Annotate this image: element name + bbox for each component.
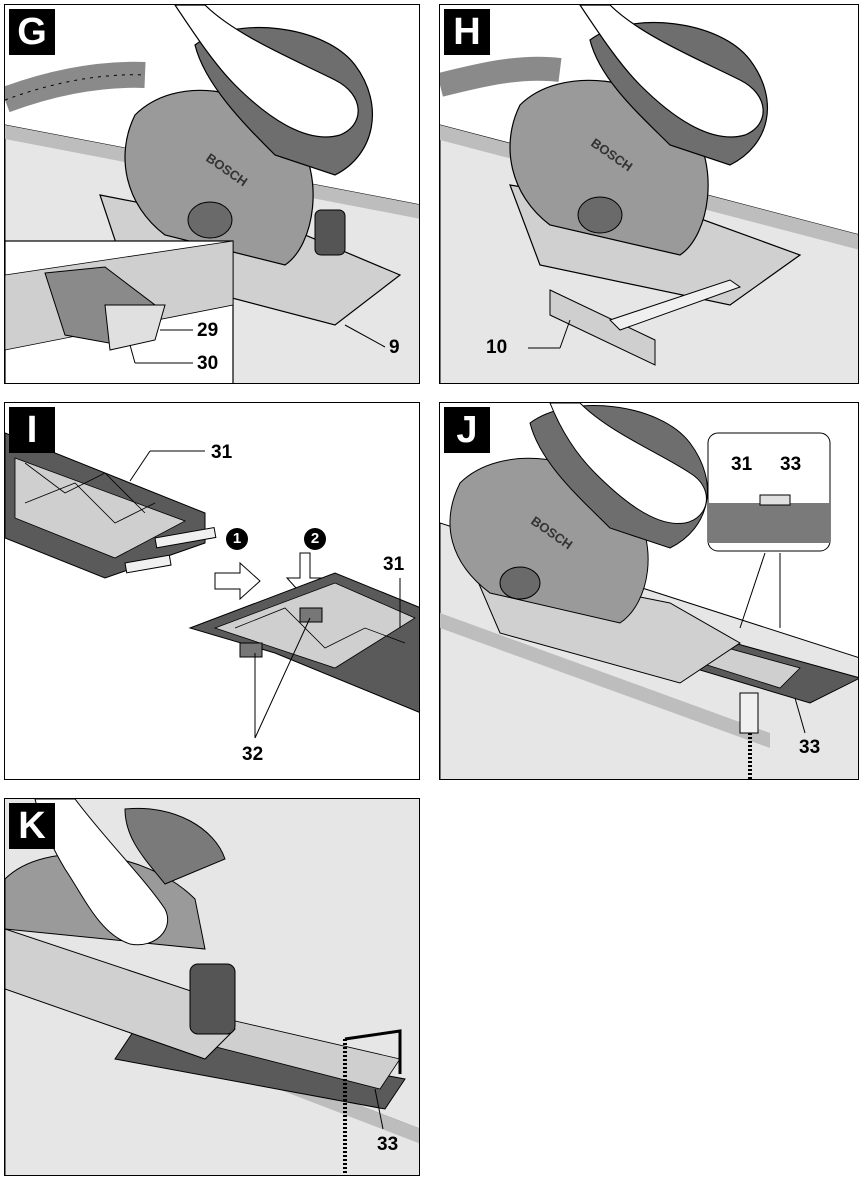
step-badge-2: 2: [304, 528, 326, 550]
illustration-guide-rail-connector: [5, 432, 419, 739]
callout-10: 10: [486, 337, 508, 358]
illustration-saw-on-guide-rail: BOSCH: [440, 403, 858, 779]
panel-letter: J: [444, 407, 490, 453]
hand: [549, 403, 707, 525]
callout-29: 29: [197, 320, 219, 341]
step-badge-1: 1: [226, 528, 248, 550]
panel-letter: K: [9, 803, 55, 849]
callout-31: 31: [383, 554, 405, 575]
panel-g: BOSCH G 29 30 9: [4, 4, 420, 384]
callout-31: 31: [731, 454, 753, 475]
vacuum-hose: [440, 56, 562, 97]
blade-nut: [577, 196, 623, 234]
connector-screw: [299, 607, 323, 623]
hand: [579, 5, 764, 138]
callout-33: 33: [799, 737, 821, 758]
blade-nut: [187, 201, 233, 239]
vacuum-hose: [5, 61, 146, 113]
illustration-saw-splinter-guard: BOSCH: [5, 5, 419, 383]
callout-33: 33: [377, 1134, 399, 1155]
push-arrow: [214, 561, 261, 601]
callout-31: 31: [211, 442, 233, 463]
hand: [174, 5, 359, 138]
connector-screw: [239, 642, 263, 658]
screw-clamp-frame: [344, 1029, 402, 1074]
battery-pack: [124, 807, 226, 885]
screw-clamp-head: [739, 692, 759, 734]
bevel-knob: [189, 963, 236, 1035]
clamp-in-rail: [759, 494, 791, 506]
callout-9: 9: [389, 337, 400, 358]
rail-connector-pin: [154, 527, 217, 549]
panel-letter: I: [9, 407, 55, 453]
panel-i: I 31 31 32 1 2: [4, 402, 420, 780]
callout-32: 32: [242, 744, 264, 765]
illustration-saw-parallel-guide: BOSCH: [440, 5, 858, 383]
panel-letter: H: [444, 9, 490, 55]
panel-j: BOSCH J 31 33 33: [439, 402, 859, 780]
bevel-knob: [314, 209, 346, 256]
panel-k: K 33: [4, 798, 420, 1176]
table-edge: [440, 613, 770, 748]
parallel-guide-rule: [609, 279, 742, 331]
callout-30: 30: [197, 353, 219, 374]
splinter-guard-insert: [104, 304, 166, 351]
blade-nut: [499, 566, 541, 600]
panel-letter: G: [9, 9, 55, 55]
callout-33: 33: [780, 454, 802, 475]
panel-h: BOSCH H 10: [439, 4, 859, 384]
rail-connector-pin: [124, 554, 172, 574]
illustration-saw-clamped-rail: [5, 799, 419, 1175]
saw-base-plate: [5, 928, 236, 1060]
